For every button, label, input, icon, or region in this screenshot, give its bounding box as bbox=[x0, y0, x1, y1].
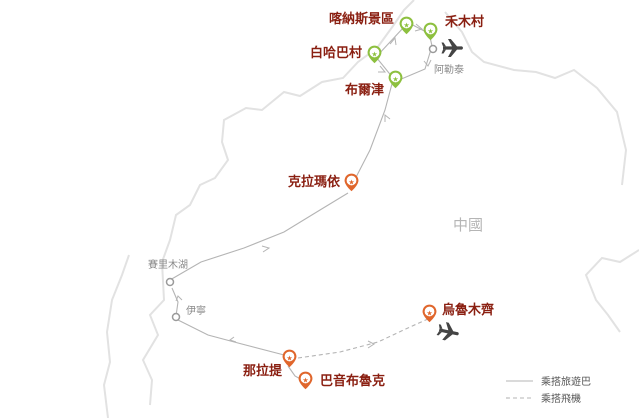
place-label-nalati: 那拉提 bbox=[243, 363, 283, 379]
border-line bbox=[444, 11, 628, 186]
map-legend: 乘搭旅遊巴 乘搭飛機 bbox=[506, 375, 591, 405]
flight-route bbox=[297, 317, 431, 359]
legend-label-bus: 乘搭旅遊巴 bbox=[541, 375, 591, 388]
green-pin-hemu[interactable]: ★ bbox=[423, 22, 438, 41]
svg-text:★: ★ bbox=[427, 28, 433, 36]
orange-pin-karamay[interactable]: ★ bbox=[344, 173, 359, 192]
legend-label-flight: 乘搭飛機 bbox=[541, 392, 581, 405]
svg-text:★: ★ bbox=[426, 310, 432, 318]
orange-pin-nalati[interactable]: ★ bbox=[282, 349, 297, 368]
orange-pin-urumqi[interactable]: ★ bbox=[422, 304, 437, 323]
svg-text:★: ★ bbox=[403, 22, 409, 30]
svg-text:★: ★ bbox=[286, 355, 292, 363]
airplane-icon bbox=[435, 320, 461, 343]
place-label-karamay: 克拉瑪依 bbox=[288, 174, 341, 190]
location-dot-yining bbox=[171, 312, 181, 322]
svg-text:★: ★ bbox=[348, 179, 354, 187]
green-pin-baihaba[interactable]: ★ bbox=[367, 45, 382, 64]
border-line bbox=[584, 249, 639, 333]
place-label-hemu: 禾木村 bbox=[445, 14, 484, 30]
place-label-bayanbulak: 巴音布魯克 bbox=[320, 373, 385, 389]
location-dot-altay bbox=[428, 44, 438, 54]
place-label-baihaba: 白哈巴村 bbox=[310, 45, 362, 61]
route-direction-arrows bbox=[175, 23, 432, 343]
airplane-icon bbox=[441, 39, 463, 57]
border-line bbox=[141, 0, 415, 406]
place-label-urumqi: 烏魯木齊 bbox=[442, 302, 495, 318]
bus-route bbox=[169, 22, 433, 382]
location-dot-sayram-lake bbox=[165, 277, 175, 287]
place-label-altay: 阿勒泰 bbox=[434, 63, 464, 76]
border-line bbox=[102, 254, 130, 418]
svg-text:★: ★ bbox=[392, 76, 398, 84]
green-pin-kanas[interactable]: ★ bbox=[399, 16, 414, 35]
place-label-burqin: 布爾津 bbox=[345, 82, 384, 98]
place-label-yining: 伊寧 bbox=[186, 304, 206, 317]
svg-text:★: ★ bbox=[302, 377, 308, 385]
place-label-kanas: 喀納斯景區 bbox=[329, 11, 394, 27]
orange-pin-bayanbulak[interactable]: ★ bbox=[298, 371, 313, 390]
flight-direction-arrow bbox=[367, 340, 375, 349]
place-label-sayram-lake: 賽里木湖 bbox=[148, 258, 188, 271]
svg-text:★: ★ bbox=[371, 51, 377, 59]
country-label: 中國 bbox=[453, 216, 483, 234]
green-pin-burqin[interactable]: ★ bbox=[388, 70, 403, 89]
